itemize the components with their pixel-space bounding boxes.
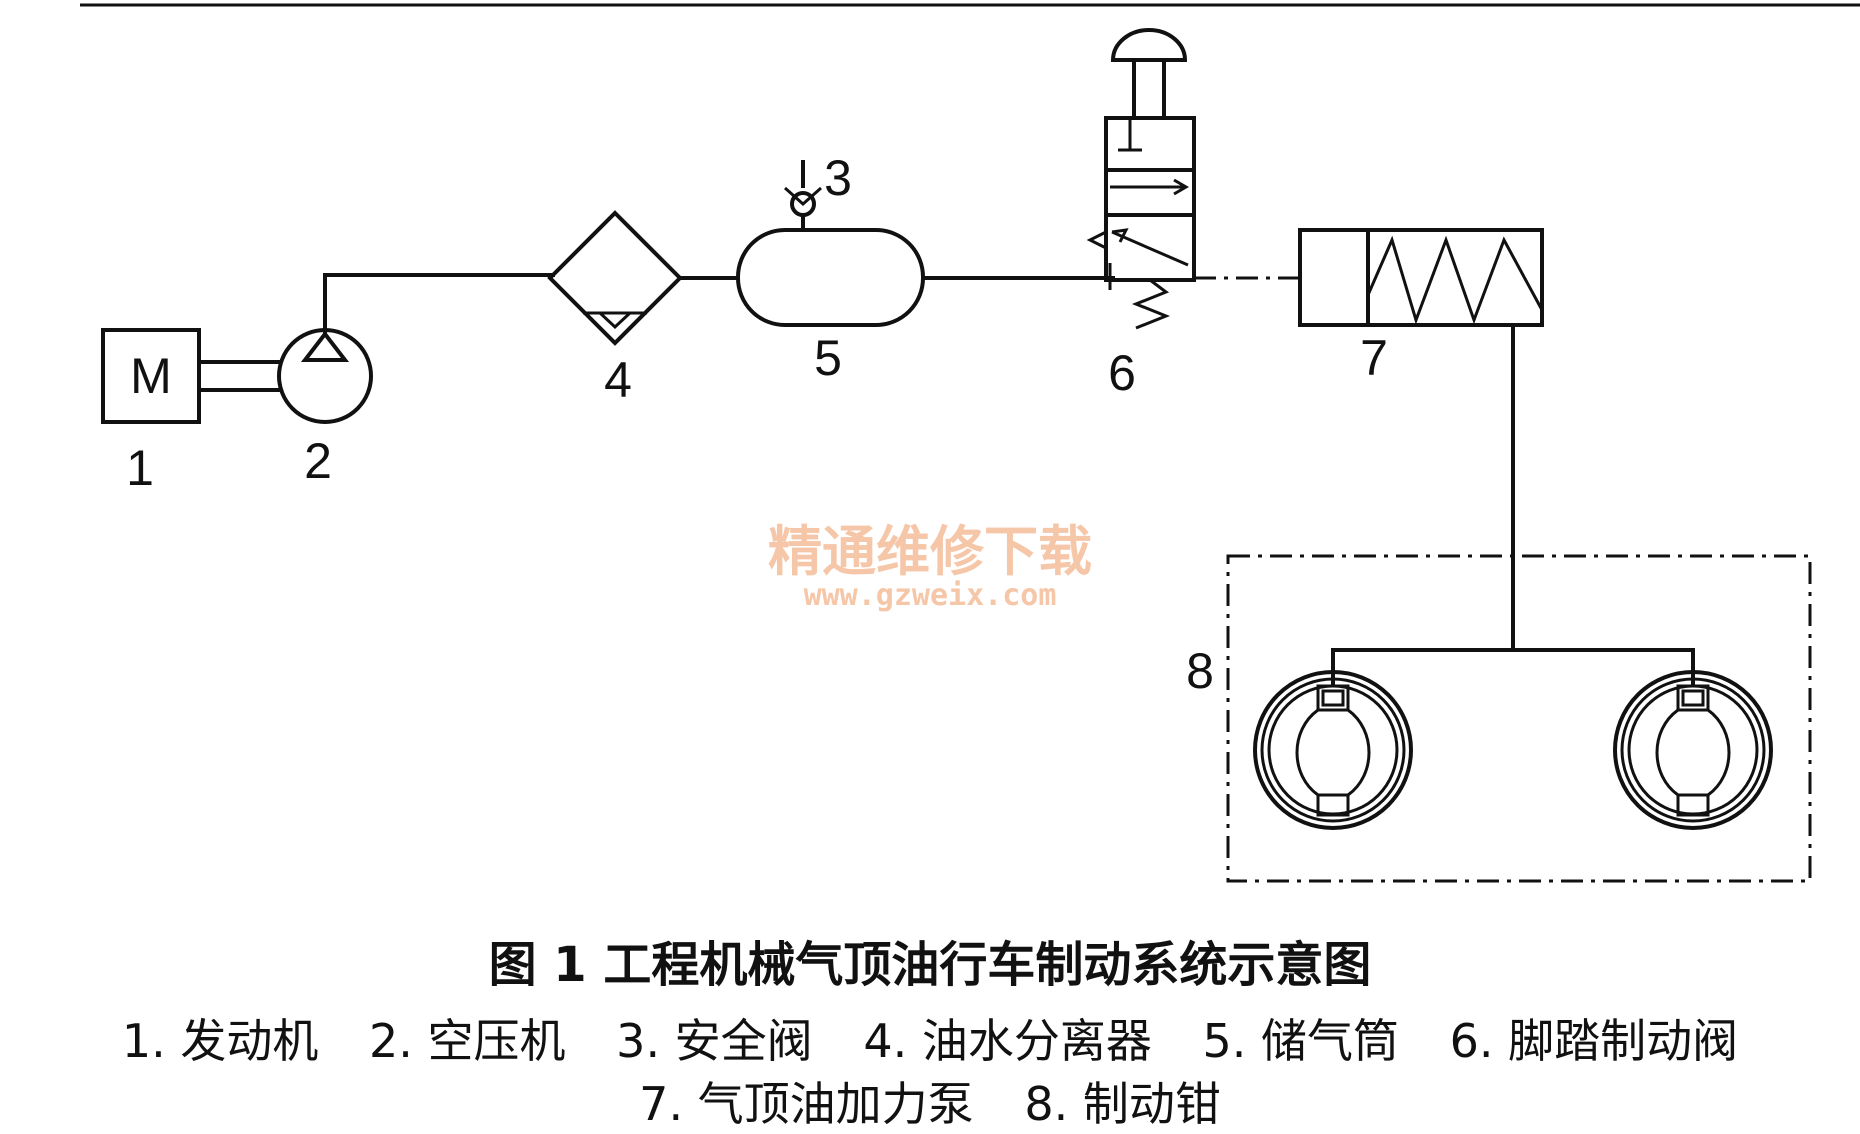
label-reservoir: 5 (814, 330, 842, 386)
label-separator: 4 (604, 352, 632, 408)
legend-item-reservoir: 5. 储气筒 (1202, 1014, 1399, 1068)
drum-brake-right (1613, 670, 1773, 830)
legend-item-calipers: 8. 制动钳 (1024, 1077, 1221, 1131)
figure-caption-title: 图 1 工程机械气顶油行车制动系统示意图 (488, 937, 1372, 993)
reservoir-symbol (736, 228, 1115, 327)
label-brake-valve: 6 (1108, 345, 1136, 401)
watermark-chinese: 精通维修下载 (768, 519, 1092, 583)
legend-item-booster: 7. 气顶油加力泵 (639, 1077, 974, 1131)
safety-valve-symbol (784, 160, 822, 230)
legend-item-safety-valve: 3. 安全阀 (616, 1014, 813, 1068)
label-engine: 1 (126, 440, 154, 496)
legend-item-brake-valve: 6. 脚踏制动阀 (1449, 1014, 1739, 1068)
brake-valve-symbol (1086, 28, 1196, 330)
booster-symbol (1298, 228, 1544, 650)
label-compressor: 2 (304, 433, 332, 489)
watermark-url: www.gzweix.com (804, 578, 1057, 613)
caliper-feed-line (1331, 648, 1695, 686)
legend-line-2: 7. 气顶油加力泵 8. 制动钳 (0, 1068, 1860, 1134)
caliper-enclosure (1226, 554, 1812, 883)
drum-brake-left (1253, 670, 1413, 830)
engine-symbol: M (101, 328, 280, 424)
legend-item-compressor: 2. 空压机 (369, 1014, 566, 1068)
legend-item-engine: 1. 发动机 (121, 1014, 319, 1068)
label-safety-valve: 3 (824, 150, 852, 206)
label-booster: 7 (1360, 330, 1388, 386)
label-calipers: 8 (1186, 643, 1214, 699)
compressor-symbol (277, 273, 555, 424)
motor-letter: M (130, 348, 172, 404)
legend-item-separator: 4. 油水分离器 (863, 1014, 1152, 1068)
legend-line-1: 1. 发动机 2. 空压机 3. 安全阀 4. 油水分离器 5. 储气筒 6. … (0, 1005, 1860, 1071)
separator-symbol (547, 210, 738, 346)
